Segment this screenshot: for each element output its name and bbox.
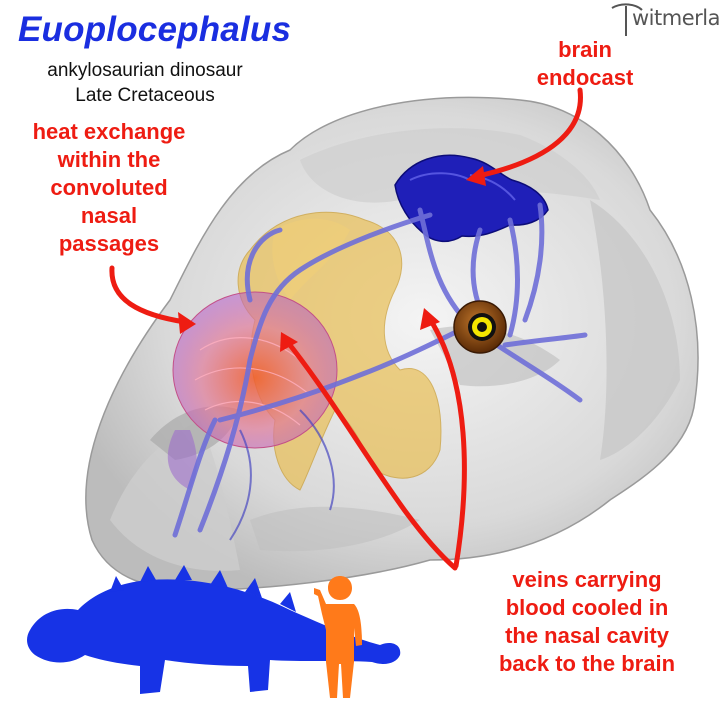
- arrow-brain-endocast: [475, 87, 583, 179]
- label-heat-exchange: heat exchange within the convoluted nasa…: [4, 118, 214, 258]
- label-line: the nasal cavity: [505, 623, 669, 648]
- subtitle: ankylosaurian dinosaur Late Cretaceous: [40, 58, 250, 108]
- heat-exchange-region: [172, 291, 338, 449]
- eye: [453, 300, 507, 354]
- label-line: endocast: [536, 65, 634, 90]
- annotation-arrows: [109, 87, 583, 571]
- label-line: brain: [558, 37, 612, 62]
- label-line: within the: [57, 147, 161, 172]
- arrow-veins-right: [425, 313, 467, 569]
- page-title: Euoplocephalus: [18, 10, 292, 49]
- dinosaur-silhouette-icon: [27, 579, 401, 694]
- label-line: passages: [58, 231, 160, 256]
- arrow-heat-exchange: [109, 265, 188, 325]
- label-line: veins carrying: [512, 567, 662, 592]
- label-veins: veins carrying blood cooled in the nasal…: [460, 566, 714, 678]
- human-silhouette-icon: [314, 576, 362, 698]
- label-line: back to the brain: [498, 651, 676, 676]
- label-line: blood cooled in: [505, 595, 669, 620]
- label-line: convoluted: [50, 175, 168, 200]
- pickaxe-logo-icon: [611, 3, 643, 36]
- subtitle-line: ankylosaurian dinosaur: [47, 60, 243, 81]
- label-brain-endocast: brain endocast: [530, 36, 640, 92]
- label-line: heat exchange: [32, 119, 186, 144]
- logo: witmerlab: [632, 6, 720, 30]
- subtitle-line: Late Cretaceous: [75, 85, 215, 106]
- arrow-veins-left: [283, 337, 458, 571]
- label-line: nasal: [80, 203, 138, 228]
